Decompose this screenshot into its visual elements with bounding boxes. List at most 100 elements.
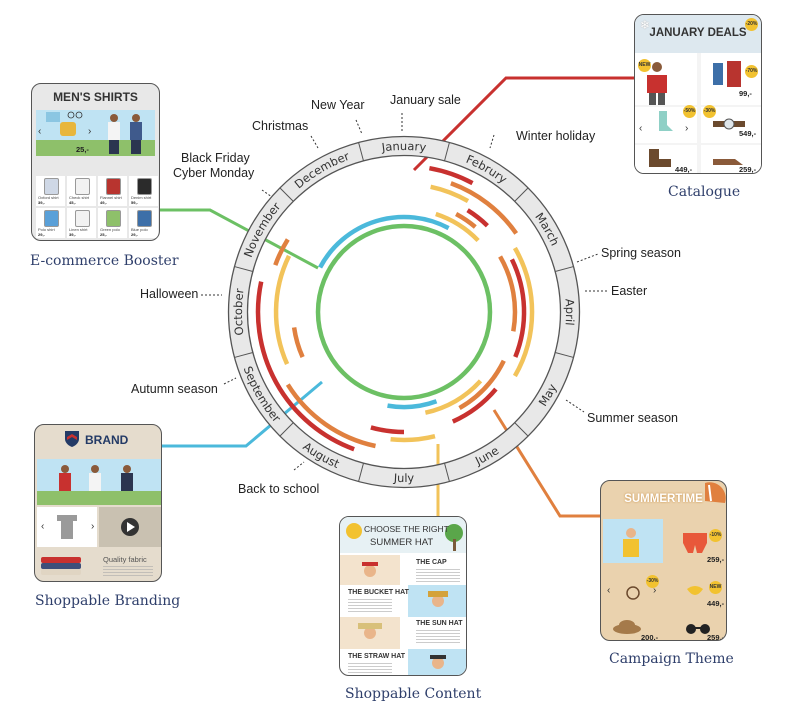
text-lines bbox=[416, 630, 460, 644]
chevron-right-icon[interactable]: › bbox=[653, 585, 657, 596]
event-tick bbox=[355, 119, 363, 135]
models-illustration bbox=[46, 111, 142, 154]
campaign-arc bbox=[466, 208, 489, 228]
caption-ecommerce-booster: E-commerce Booster bbox=[30, 253, 179, 269]
summer-illustrations bbox=[603, 482, 726, 634]
hero-price: 25,- bbox=[76, 145, 89, 154]
month-divider bbox=[279, 187, 294, 202]
event-winter-holiday: Winter holiday bbox=[516, 129, 596, 143]
event-tick bbox=[261, 189, 273, 198]
month-divider bbox=[234, 352, 253, 358]
campaign-arc bbox=[285, 383, 376, 449]
price-tag: 449,- bbox=[675, 165, 693, 174]
text-lines bbox=[416, 569, 460, 583]
event-tick bbox=[310, 135, 319, 149]
snowflake-icon: ❄ bbox=[640, 18, 651, 32]
price-tag: 200,- bbox=[641, 633, 659, 641]
header-band bbox=[635, 15, 761, 53]
shirt-thumbnail bbox=[75, 178, 90, 195]
price-tag: 259,- bbox=[739, 165, 757, 174]
chevron-left-icon[interactable]: ‹ bbox=[639, 123, 643, 134]
section-title: THE SUN HAT bbox=[416, 620, 463, 627]
event-cyber-monday: Cyber Monday bbox=[173, 166, 255, 180]
price-tag: 549,- bbox=[739, 129, 757, 138]
month-divider bbox=[444, 142, 450, 161]
month-ring-inner-edge bbox=[246, 154, 562, 470]
month-divider bbox=[358, 142, 364, 161]
event-january-sale: January sale bbox=[390, 93, 461, 107]
campaign-arc bbox=[428, 165, 474, 186]
month-label: April bbox=[562, 298, 577, 326]
campaign-arc bbox=[291, 327, 305, 359]
event-ticks bbox=[201, 113, 607, 471]
shirt-thumbnail bbox=[75, 210, 90, 227]
chevron-right-icon[interactable]: › bbox=[685, 123, 689, 134]
caption-shoppable-branding: Shoppable Branding bbox=[35, 593, 181, 609]
connector-line bbox=[412, 76, 634, 172]
caption-shoppable-content: Shoppable Content bbox=[345, 686, 482, 702]
event-tick bbox=[223, 377, 237, 385]
header-band bbox=[340, 517, 466, 553]
product-name: Polo shirt bbox=[38, 227, 55, 232]
shirt-thumbnail bbox=[106, 178, 121, 195]
product-name: Flannel shirt bbox=[100, 195, 122, 200]
play-button[interactable] bbox=[121, 518, 139, 536]
caption-campaign-theme: Campaign Theme bbox=[609, 651, 734, 667]
chevron-right-icon[interactable]: › bbox=[91, 521, 95, 532]
product-price: 29,- bbox=[131, 232, 138, 237]
price-tag: 259,- bbox=[707, 633, 725, 641]
card-january-deals[interactable]: ❄ JANUARY DEALS -20% NEW -70% -50% -30% … bbox=[634, 14, 762, 174]
shirt-thumbnail bbox=[44, 178, 59, 195]
campaign-arcs bbox=[255, 165, 535, 452]
month-ring-outer-edge bbox=[227, 135, 581, 489]
header-illustration bbox=[346, 523, 463, 551]
discount-badge: -50% bbox=[683, 105, 696, 118]
month-divider bbox=[514, 422, 529, 437]
card-summer-hat[interactable]: CHOOSE THE RIGHT SUMMER HAT THE CAP THE … bbox=[339, 516, 467, 676]
event-christmas: Christmas bbox=[252, 119, 309, 133]
campaign-arc bbox=[273, 238, 290, 266]
new-badge: NEW bbox=[638, 59, 651, 72]
month-divider bbox=[234, 266, 253, 272]
card-summertime[interactable]: SUMMERTIME -10% -30% NEW 259,- 449,- 200… bbox=[600, 480, 727, 641]
shirt-thumbnail bbox=[137, 178, 152, 195]
product-name: Denim shirt bbox=[131, 195, 152, 200]
month-label: July bbox=[392, 471, 414, 485]
product-name: Oxford shirt bbox=[38, 195, 59, 200]
card-title-line2: SUMMER HAT bbox=[370, 537, 434, 548]
event-spring-season: Spring season bbox=[601, 246, 681, 260]
price-tag: 449,- bbox=[707, 599, 725, 608]
product-price: 39,- bbox=[38, 200, 45, 205]
month-divider bbox=[555, 266, 574, 272]
campaign-arc bbox=[370, 425, 405, 435]
month-divider bbox=[555, 352, 574, 358]
tagline-lines bbox=[103, 566, 153, 576]
chevron-left-icon[interactable]: ‹ bbox=[607, 585, 611, 596]
chevron-right-icon[interactable]: › bbox=[88, 126, 92, 137]
discount-badge: -30% bbox=[703, 105, 716, 118]
chevron-left-icon[interactable]: ‹ bbox=[38, 126, 42, 137]
campaign-arc bbox=[424, 379, 483, 415]
event-tick bbox=[293, 461, 305, 471]
product-price: 59,- bbox=[131, 200, 138, 205]
product-price: 29,- bbox=[38, 232, 45, 237]
card-title: BRAND bbox=[85, 433, 129, 447]
product-name: Linen shirt bbox=[69, 227, 88, 232]
card-brand[interactable]: BRAND ‹ › Quality fabric bbox=[34, 424, 162, 582]
discount-badge: -20% bbox=[745, 18, 758, 31]
event-black-friday: Black Friday bbox=[181, 151, 250, 165]
campaign-arc bbox=[430, 184, 470, 204]
connector-line bbox=[492, 409, 600, 518]
chevron-left-icon[interactable]: ‹ bbox=[41, 521, 45, 532]
product-name: Check shirt bbox=[69, 195, 90, 200]
